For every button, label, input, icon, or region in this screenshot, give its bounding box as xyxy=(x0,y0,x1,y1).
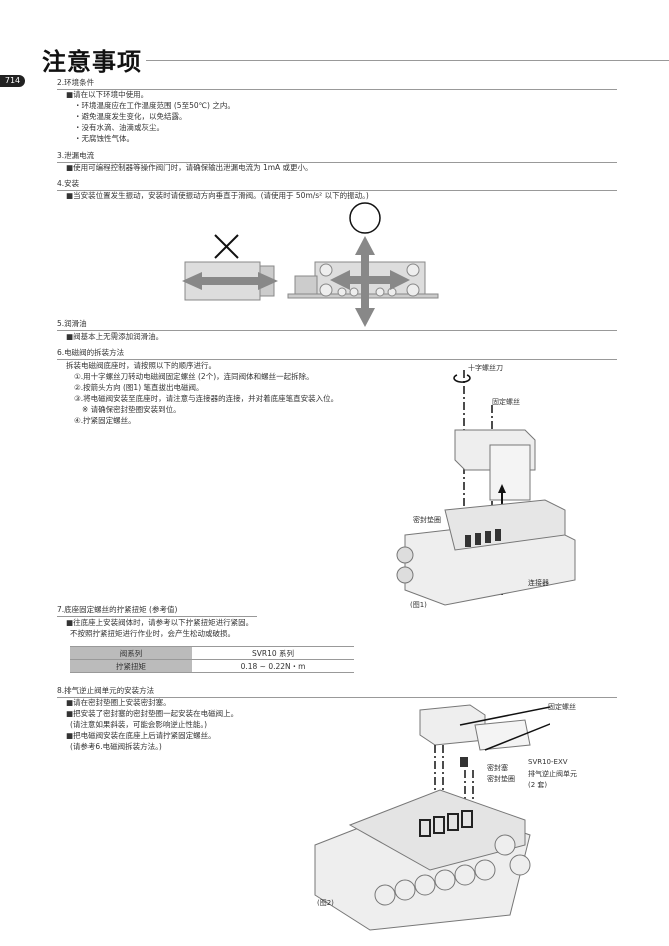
table-key: 拧紧扭矩 xyxy=(70,659,192,673)
section-line: ①.用十字螺丝刀转动电磁阀固定螺丝 (2个)，连同阀体和螺丝一起拆除。 xyxy=(74,372,314,381)
table-key: 阀系列 xyxy=(70,646,192,660)
page-number-tab: 714 xyxy=(0,75,25,87)
rotate-arrow-icon xyxy=(453,374,471,383)
section-heading-installation: 4.安装 xyxy=(57,179,617,191)
section-heading-leakage: 3.泄漏电流 xyxy=(57,151,617,163)
label-unit-qty: (2 套) xyxy=(528,781,548,789)
section-line: ■使用可编程控制器等操作阀门时，请确保输出泄漏电流为 1mA 或更小。 xyxy=(66,163,313,172)
figure-2-check-valve-install xyxy=(314,704,550,931)
section-line: ■往底座上安装阀体时，请参考以下拧紧扭矩进行紧固。 xyxy=(66,618,254,627)
section-line: 拆装电磁阀底座时，请按照以下的顺序进行。 xyxy=(66,361,216,370)
section-line: ■阀基本上无需添加润滑油。 xyxy=(66,332,164,341)
section-heading-check-valve: 8.排气逆止阀单元的安装方法 xyxy=(57,686,617,698)
section-line: ・避免温度发生变化，以免结露。 xyxy=(74,112,187,121)
wrong-cross-icon xyxy=(214,234,239,259)
section-line: (请注意如果斜装，可能会影响逆止性能。) xyxy=(70,720,208,729)
table-value: SVR10 系列 xyxy=(192,646,354,660)
section-line: ④.拧紧固定螺丝。 xyxy=(74,416,136,425)
label-screwdriver: 十字螺丝刀 xyxy=(468,364,503,372)
section-line: ※ 请确保密封垫圈安装到位。 xyxy=(82,405,181,414)
label-fixing-screw-2: 固定螺丝 xyxy=(548,703,576,711)
label-seal-plug: 密封塞 xyxy=(487,764,508,772)
mounting-orientation-figure xyxy=(182,202,439,327)
table-row: 阀系列 SVR10 系列 xyxy=(70,646,354,660)
section-line: (请参考6.电磁阀拆装方法。) xyxy=(70,742,162,751)
section-line: ■请在以下环境中使用。 xyxy=(66,90,149,99)
section-line: ・无腐蚀性气体。 xyxy=(74,134,134,143)
label-fixing-screw: 固定螺丝 xyxy=(492,398,520,406)
table-value: 0.18 ~ 0.22N・m xyxy=(192,659,354,673)
label-gasket: 密封垫圈 xyxy=(413,516,441,524)
section-line: 不按照拧紧扭矩进行作业时，会产生松动或破损。 xyxy=(70,629,235,638)
section-line: ■把安装了密封塞的密封垫圈一起安装在电磁阀上。 xyxy=(66,709,239,718)
label-unit-model: SVR10-EXV xyxy=(528,758,568,766)
section-line: ③.将电磁阀安装至底座时，请注意与连接器的连接，并对着底座笔直安装入位。 xyxy=(74,394,339,403)
table-row: 拧紧扭矩 0.18 ~ 0.22N・m xyxy=(70,659,354,673)
section-line: ・环境温度应在工作温度范围 (5至50℃) 之内。 xyxy=(74,101,235,110)
section-line: ②.按箭头方向 (图1) 笔直拔出电磁阀。 xyxy=(74,383,204,392)
figure-1-caption: (图1) xyxy=(410,601,427,609)
section-line: ■当安装位置发生振动，安装时请使振动方向垂直于滑阀。(请使用于 50m/s² 以… xyxy=(66,191,369,200)
section-line: ■请在密封垫圈上安装密封塞。 xyxy=(66,698,171,707)
section-heading-torque: 7.底座固定螺丝的拧紧扭矩 (参考值) xyxy=(57,605,257,617)
label-unit-name: 排气逆止阀单元 xyxy=(528,770,577,778)
section-line: ・没有水滴、油滴或灰尘。 xyxy=(74,123,164,132)
label-connector: 连接器 xyxy=(528,579,549,587)
figure-2-caption: (图2) xyxy=(317,899,334,907)
ok-circle-icon xyxy=(349,202,381,234)
torque-table: 阀系列 SVR10 系列 拧紧扭矩 0.18 ~ 0.22N・m xyxy=(70,646,354,673)
section-heading-disassembly: 6.电磁阀的拆装方法 xyxy=(57,348,617,360)
title-divider xyxy=(146,60,669,61)
section-heading-lubrication: 5.润滑油 xyxy=(57,319,617,331)
section-heading-environment: 2.环境条件 xyxy=(57,78,617,90)
section-line: ■把电磁阀安装在底座上后请拧紧固定螺丝。 xyxy=(66,731,216,740)
label-gasket-2: 密封垫圈 xyxy=(487,775,515,783)
page-title: 注意事项 xyxy=(42,48,142,76)
figure-1-valve-removal xyxy=(396,370,576,606)
